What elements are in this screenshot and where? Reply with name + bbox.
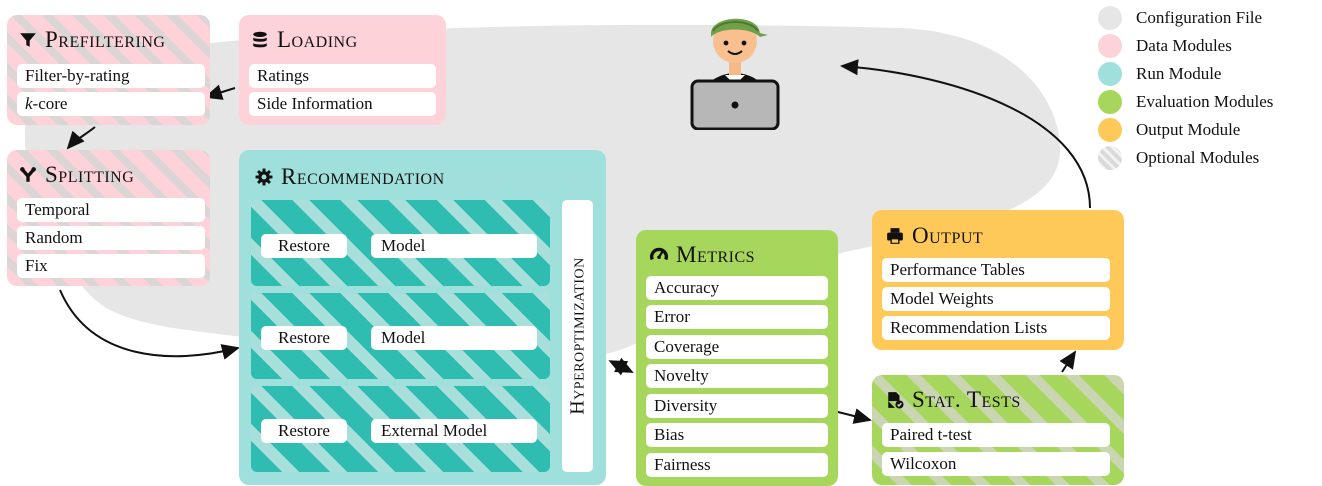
loading-item-side-information: Side Information [249, 92, 436, 116]
legend-item-evaluation-modules: Evaluation Modules [1098, 90, 1273, 114]
legend-item-output-module: Output Module [1098, 118, 1240, 142]
external-model-chip: External Model [371, 419, 537, 443]
split-icon [19, 167, 37, 182]
splitting-item-temporal: Temporal [17, 198, 205, 222]
metrics-item-novelty: Novelty [646, 364, 828, 388]
model-chip-2: Model [371, 326, 537, 350]
stat-tests-title: Stat. Tests [912, 387, 1021, 412]
legend-label-optional-modules: Optional Modules [1136, 148, 1260, 167]
recommendation-title: Recommendation [281, 164, 445, 189]
model-chip-1: Model [371, 234, 537, 258]
legend-label-output-module: Output Module [1136, 120, 1241, 139]
legend-item-run-module: Run Module [1098, 62, 1221, 86]
restore-chip-2: Restore [261, 326, 347, 350]
splitting-item-random: Random [17, 226, 205, 250]
splitting-title: Splitting [45, 162, 135, 187]
splitting-module: Splitting Temporal Random Fix [7, 150, 210, 286]
hyperoptimization-label: Hyperoptimization [566, 257, 588, 415]
test-file-icon [888, 392, 904, 409]
database-icon [253, 31, 267, 48]
splitting-item-fix: Fix [17, 254, 205, 278]
metrics-item-coverage: Coverage [646, 335, 828, 359]
output-item-model-weights: Model Weights [882, 287, 1110, 311]
metrics-title: Metrics [676, 242, 756, 267]
metrics-item-bias: Bias [646, 423, 828, 447]
metrics-item-error: Error [646, 305, 828, 329]
legend-label-run-module: Run Module [1136, 64, 1222, 83]
legend-label-data-modules: Data Modules [1136, 36, 1232, 55]
output-item-performance-tables: Performance Tables [882, 258, 1110, 282]
filter-icon [20, 33, 36, 47]
legend-item-data-modules: Data Modules [1098, 34, 1232, 58]
legend-swatch-configuration-file [1098, 6, 1122, 30]
legend-swatch-evaluation-modules [1098, 90, 1122, 114]
gauge-icon [650, 247, 668, 261]
legend-item-optional-modules: Optional Modules [1098, 146, 1259, 170]
prefiltering-item-filter-by-rating: Filter-by-rating [17, 64, 205, 88]
legend-label-evaluation-modules: Evaluation Modules [1136, 92, 1274, 111]
legend-item-configuration-file: Configuration File [1098, 6, 1262, 30]
printer-icon [887, 228, 903, 244]
recommendation-row-2: Restore Model [251, 293, 550, 379]
output-title: Output [912, 223, 984, 248]
recommendation-module: Recommendation Restore Model Restore Mod… [239, 150, 606, 485]
restore-chip-3: Restore [261, 419, 347, 443]
recommendation-row-3: Restore External Model [251, 386, 550, 472]
metrics-item-diversity: Diversity [646, 394, 828, 418]
stat-tests-item-wilcoxon: Wilcoxon [882, 452, 1110, 476]
legend-label-configuration-file: Configuration File [1136, 8, 1263, 27]
gear-icon [255, 168, 273, 186]
legend-swatch-optional-modules [1098, 146, 1122, 170]
k-core-prefix: k [25, 94, 33, 113]
hyperoptimization-bar: Hyperoptimization [562, 200, 593, 472]
k-core-suffix: -core [32, 94, 68, 113]
metrics-item-fairness: Fairness [646, 453, 828, 477]
output-module: Output Performance Tables Model Weights … [872, 210, 1124, 350]
prefiltering-title: Prefiltering [45, 27, 166, 52]
legend-swatch-run-module [1098, 62, 1122, 86]
metrics-module: Metrics Accuracy Error Coverage Novelty … [636, 230, 838, 486]
legend-swatch-output-module [1098, 118, 1122, 142]
prefiltering-item-k-core: k-core [17, 92, 205, 116]
metrics-item-accuracy: Accuracy [646, 276, 828, 300]
loading-module: Loading Ratings Side Information [239, 15, 446, 125]
stat-tests-item-paired-t-test: Paired t-test [882, 423, 1110, 447]
stat-tests-module: Stat. Tests Paired t-test Wilcoxon [872, 375, 1124, 485]
loading-item-ratings: Ratings [249, 64, 436, 88]
legend-swatch-data-modules [1098, 34, 1122, 58]
prefiltering-module: Prefiltering Filter-by-rating k-core [7, 15, 210, 125]
output-item-recommendation-lists: Recommendation Lists [882, 316, 1110, 340]
user-laptop-icon [690, 18, 780, 130]
loading-title: Loading [277, 27, 358, 52]
restore-chip-1: Restore [261, 234, 347, 258]
recommendation-row-1: Restore Model [251, 200, 550, 286]
